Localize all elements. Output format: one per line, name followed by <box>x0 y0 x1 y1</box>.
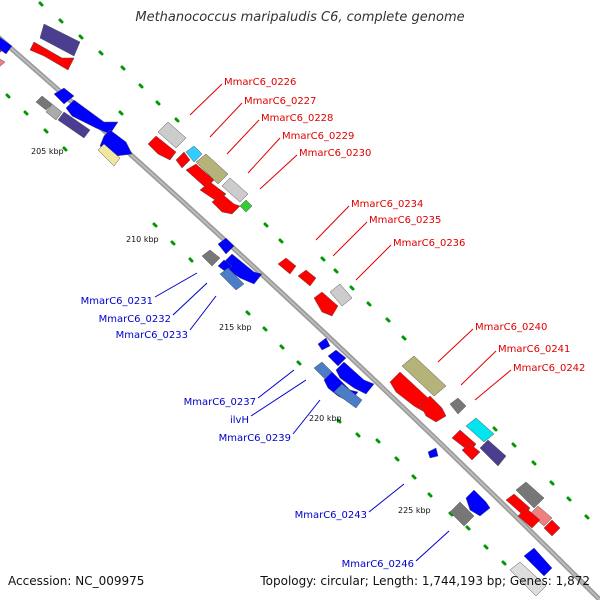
feature-group-0237 <box>313 337 439 459</box>
scale-label: 215 kbp <box>219 323 252 332</box>
gene-pink <box>529 505 553 527</box>
scale-label: 205 kbp <box>31 147 64 156</box>
gene-label: MmarC6_0231 <box>81 296 153 307</box>
gene-steel <box>219 267 245 291</box>
gene-blue <box>335 361 375 395</box>
topology-text: Topology: circular; Length: 1,744,193 bp… <box>260 574 590 588</box>
gene-steel <box>333 383 363 409</box>
feature-group-0234 <box>277 257 353 317</box>
gene-blue <box>523 547 553 577</box>
gene-blue <box>53 87 75 105</box>
gene-purple <box>39 23 81 57</box>
gene-label: MmarC6_0246 <box>342 559 414 570</box>
gene-blue <box>317 337 331 351</box>
gene-red <box>175 151 191 169</box>
gene-label: MmarC6_0232 <box>99 314 171 325</box>
gene-label: MmarC6_0243 <box>295 510 367 521</box>
scale-ticks <box>5 1 590 582</box>
gene-label: MmarC6_0241 <box>498 344 570 355</box>
gene-red <box>297 269 317 287</box>
gene-label: MmarC6_0226 <box>224 77 296 88</box>
gene-label: MmarC6_0236 <box>393 238 465 249</box>
gene-label: MmarC6_0233 <box>116 330 188 341</box>
gene-purple <box>479 439 507 467</box>
gene-label: MmarC6_0235 <box>369 215 441 226</box>
gene-blue <box>0 37 13 55</box>
gene-pink <box>0 58 6 67</box>
gene-label: MmarC6_0237 <box>184 397 256 408</box>
gene-label: MmarC6_0240 <box>475 322 547 333</box>
gene-red <box>543 519 561 537</box>
gene-lightgray <box>221 177 249 203</box>
gene-label: MmarC6_0228 <box>261 113 333 124</box>
gene-label: MmarC6_0227 <box>244 96 316 107</box>
gene-red <box>313 291 339 317</box>
gene-cyan <box>185 145 203 163</box>
gene-red <box>419 395 447 423</box>
gene-lightgray <box>329 283 353 307</box>
scale-label: 220 kbp <box>309 414 342 423</box>
gene-red <box>185 163 215 189</box>
gene-red <box>461 443 481 461</box>
feature-group-0243 <box>449 481 561 597</box>
gene-label: MmarC6_0239 <box>219 433 291 444</box>
gene-blue <box>65 99 119 135</box>
accession-text: Accession: NC_009975 <box>8 574 145 588</box>
gene-cyan <box>465 417 495 443</box>
feature-group-0231 <box>201 237 263 291</box>
feature-group-0226 <box>147 121 253 215</box>
gene-olive <box>195 153 229 185</box>
feature-group-0240 <box>389 355 507 467</box>
gene-blue <box>327 349 347 367</box>
gene-red <box>29 41 75 71</box>
gene-label: MmarC6_0234 <box>351 199 423 210</box>
gene-red <box>147 135 177 161</box>
gene-label: MmarC6_0242 <box>513 363 585 374</box>
gene-gray <box>201 249 221 267</box>
gene-label: ilvH <box>230 415 249 426</box>
gene-purple <box>57 111 91 139</box>
gene-lightgray <box>157 121 187 149</box>
gene-gray <box>449 397 467 415</box>
gene-yellow <box>97 143 121 167</box>
scale-label: 225 kbp <box>398 506 431 515</box>
gene-blue <box>427 447 439 459</box>
gene-olive <box>401 355 447 397</box>
gene-gray <box>449 501 475 527</box>
gene-gray <box>45 103 63 121</box>
feature-group-top-left <box>0 23 133 167</box>
gene-label: MmarC6_0229 <box>282 131 354 142</box>
scale-label: 210 kbp <box>126 235 159 244</box>
gene-red <box>517 507 541 529</box>
gene-gray <box>515 481 545 509</box>
gene-lightgray <box>509 561 547 597</box>
gene-green <box>239 199 253 213</box>
gene-label: MmarC6_0230 <box>299 148 371 159</box>
gene-red <box>277 257 297 275</box>
gene-blue <box>217 237 235 255</box>
map-title: Methanococcus maripaludis C6, complete g… <box>135 10 465 25</box>
gene-blue <box>465 489 491 517</box>
